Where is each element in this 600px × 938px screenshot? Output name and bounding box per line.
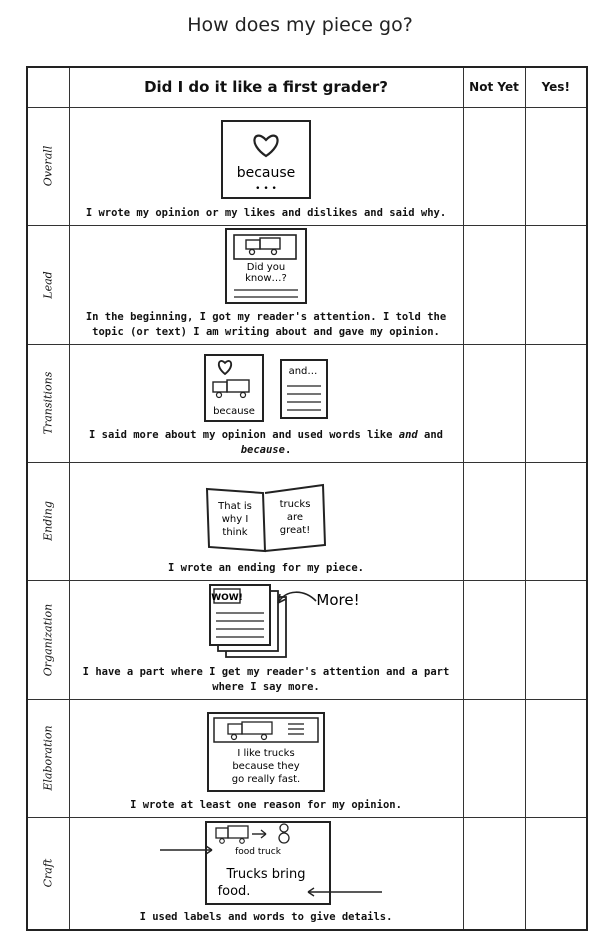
row-label-cell: Lead [26,224,70,345]
row-content: because • • • I wrote my opinion or my l… [68,106,464,226]
desc-emphasis: and [398,428,418,441]
not-yet-cell[interactable] [462,579,526,700]
sketch-word: because [213,406,255,417]
rubric-row-elaboration: Elaboration I like trucks because they g… [26,698,588,818]
sketch-word: trucks [280,499,311,510]
row-description: In the beginning, I got my reader's atte… [85,310,447,338]
yes-cell[interactable] [524,698,588,818]
not-yet-cell[interactable] [462,461,526,581]
sketch-word: Trucks bring [226,867,306,882]
row-label: Organization [41,603,55,676]
row-label-cell: Craft [26,816,70,930]
sketch-word: and… [289,366,318,377]
not-yet-cell[interactable] [462,224,526,345]
sketch-word: food truck [235,847,282,857]
sketch-word: are [287,512,303,523]
heart-because-sketch: because • • • [221,119,311,199]
header-row: Did I do it like a first grader? Not Yet… [26,66,588,108]
pages-more-sketch: WOW! More! [209,583,360,658]
elaboration-sketch: I like trucks because they go really fas… [207,711,325,792]
rubric-row-ending: Ending That is why I think trucks are gr… [26,461,588,581]
row-description: I wrote my opinion or my likes and disli… [85,206,447,219]
sketch-word: I like trucks [237,748,294,759]
desc-part: I said more about my opinion and used wo… [88,428,399,441]
row-description: I wrote an ending for my piece. [168,561,364,574]
desc-part: and [417,428,444,441]
desc-part: . [284,443,292,456]
row-label: Craft [41,858,55,888]
yes-cell[interactable] [524,224,588,345]
row-description: I said more about my opinion and used wo… [70,428,463,458]
row-description: I used labels and words to give details. [139,910,393,923]
yes-cell[interactable] [524,106,588,226]
row-content: That is why I think trucks are great! I … [68,461,464,581]
header-question: Did I do it like a first grader? [68,66,464,108]
rubric-row-overall: Overall because • • • I wrote my opinion… [26,106,588,226]
row-content: food truck Trucks bring food. I used lab… [68,816,464,930]
not-yet-cell[interactable] [462,816,526,930]
row-label: Transitions [41,371,55,435]
yes-cell[interactable] [524,343,588,463]
row-label: Ending [41,501,55,541]
sketch-word: great! [280,525,310,536]
header-yes: Yes! [524,66,588,108]
row-label-cell: Ending [26,461,70,581]
sketch-word: because they [232,761,299,772]
sketch-word: More! [316,591,359,609]
rubric-table: Did I do it like a first grader? Not Yet… [26,66,588,931]
sketch-word: Did you [247,262,285,273]
row-content: WOW! More! I have a part where I get my … [68,579,464,700]
transitions-sketch: because and… [204,353,328,422]
row-label: Elaboration [41,725,55,791]
row-description: I have a part where I get my reader's at… [82,665,450,693]
sketch-dots: • • • [255,184,277,194]
rubric-row-craft: Craft food truck Trucks bring food. [26,816,588,930]
yes-cell[interactable] [524,816,588,930]
sketch-word: think [222,527,247,538]
row-content: Did you know…? In the beginning, I got m… [68,224,464,345]
row-label-cell: Transitions [26,343,70,463]
row-label: Overall [41,145,55,187]
page-title: How does my piece go? [187,14,413,36]
sketch-word: because [237,165,296,181]
sketch-word: WOW! [211,593,243,603]
row-content: I like trucks because they go really fas… [68,698,464,818]
desc-emphasis: because [240,443,285,456]
row-label-cell: Organization [26,579,70,700]
not-yet-cell[interactable] [462,106,526,226]
sketch-word: go really fast. [232,774,300,785]
row-label: Lead [41,270,55,299]
sketch-word: know…? [245,273,287,284]
sketch-word: why I [222,514,249,525]
open-book-sketch: That is why I think trucks are great! [205,483,327,552]
labels-sketch: food truck Trucks bring food. [160,820,382,905]
row-label-cell: Overall [26,106,70,226]
row-content: because and… I said more about my opinio… [68,343,464,463]
yes-cell[interactable] [524,579,588,700]
rubric-row-organization: Organization WOW! More! I have a part wh… [26,579,588,700]
header-not-yet: Not Yet [462,66,526,108]
did-you-know-sketch: Did you know…? [225,227,307,304]
sketch-word: food. [218,884,251,899]
rubric-row-lead: Lead Did you know…? In the beginning, I … [26,224,588,345]
yes-cell[interactable] [524,461,588,581]
sketch-word: That is [217,501,252,512]
row-description: I wrote at least one reason for my opini… [130,798,402,811]
header-blank-cell [26,66,70,108]
not-yet-cell[interactable] [462,698,526,818]
row-label-cell: Elaboration [26,698,70,818]
rubric-row-transitions: Transitions because and… I said more abo… [26,343,588,463]
not-yet-cell[interactable] [462,343,526,463]
